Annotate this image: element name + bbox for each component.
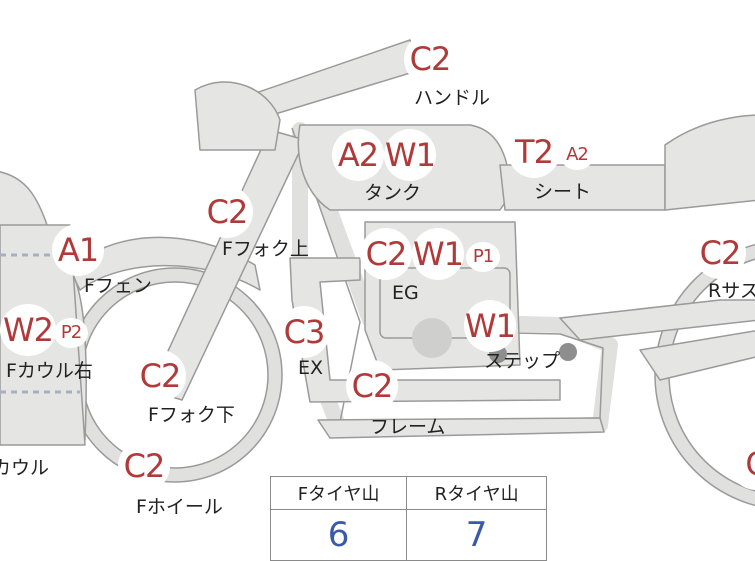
headlight-mount (194, 81, 281, 151)
tail-cowl (664, 114, 755, 211)
seat-code-a2: A2 (560, 140, 594, 170)
rsus-label: Rサス (708, 280, 755, 302)
tank-label: タンク (364, 182, 422, 204)
swingarm-lower (639, 330, 755, 381)
handlebar (249, 39, 421, 119)
engine-code-p1: P1 (466, 242, 500, 272)
exhaust-label: EX (298, 357, 324, 379)
engine-code-c2: C2 (360, 228, 412, 280)
exhaust-code-c3: C3 (278, 306, 330, 358)
engine-code-w1: W1 (412, 228, 464, 280)
rear-tire-value: 7 (406, 509, 547, 561)
fwheel-code-c2: C2 (118, 440, 170, 492)
handle-label: ハンドル (414, 87, 491, 109)
ffork-upper-label: Fフォク上 (222, 238, 309, 260)
ffender-code-a1: A1 (52, 224, 104, 276)
front-fender (69, 236, 261, 291)
fcowl-right-code-w2: W2 (0, 304, 56, 356)
step-peg-right (559, 343, 577, 361)
rear-tire-header: Rタイヤ山 (406, 476, 547, 510)
ffork-lower-code-c2: C2 (134, 350, 186, 402)
frame-label: フレーム (370, 416, 446, 438)
fcowl-right-label: Fカウル右 (6, 360, 93, 382)
front-tire-value: 6 (269, 509, 408, 561)
tire-tread-table: Fタイヤ山 Rタイヤ山 6 7 (269, 476, 547, 561)
tank-code-w1: W1 (384, 129, 436, 181)
ffender-label: Fフェン (84, 275, 152, 297)
fwheel-label: Fホイール (136, 496, 223, 518)
handle-code-c2: C2 (404, 33, 456, 85)
seat-label: シート (534, 181, 592, 203)
engine-label: EG (392, 282, 419, 304)
frame-bottom (317, 417, 605, 439)
step-label: ステップ (484, 350, 561, 372)
rsus-code-c2: C2 (694, 227, 746, 279)
rear-wheel-outline (654, 243, 755, 507)
fcowl-right-code-p2: P2 (54, 318, 88, 348)
step-code-w1: W1 (464, 300, 516, 352)
ffork-lower-label: Fフォク下 (148, 404, 235, 426)
front-tire-header: Fタイヤ山 (269, 476, 408, 510)
cowl-label: カウル (0, 457, 50, 479)
frame-code-c2: C2 (346, 360, 398, 412)
ffork-upper-code-c2: C2 (201, 186, 253, 238)
engine-cover-circle (412, 318, 452, 358)
swingarm (559, 299, 755, 341)
tank-code-a2: A2 (332, 129, 384, 181)
seat-code-t2: T2 (508, 126, 560, 178)
